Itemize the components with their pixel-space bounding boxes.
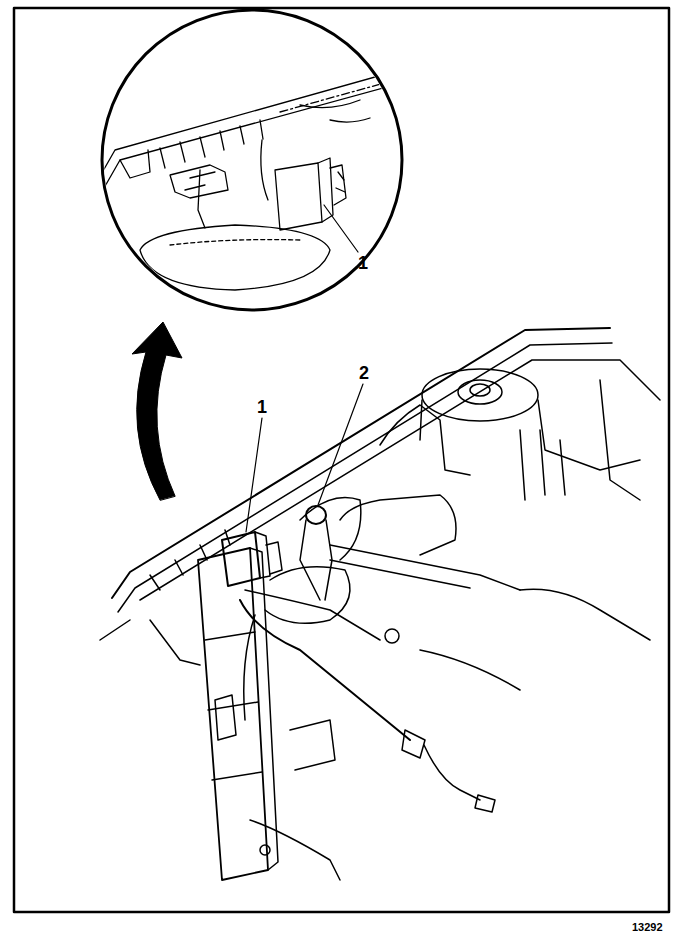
figure-number: 13292 bbox=[632, 922, 663, 933]
leader-line bbox=[318, 384, 363, 505]
figure-border bbox=[14, 8, 669, 912]
callout-number: 1 bbox=[358, 254, 368, 272]
leader-line bbox=[324, 205, 358, 252]
main-view bbox=[100, 328, 660, 880]
callout-number: 1 bbox=[257, 398, 267, 416]
inset-detail bbox=[95, 10, 405, 310]
callout-number: 2 bbox=[359, 364, 369, 382]
view-arrow bbox=[132, 322, 182, 500]
leader-line bbox=[246, 418, 262, 532]
